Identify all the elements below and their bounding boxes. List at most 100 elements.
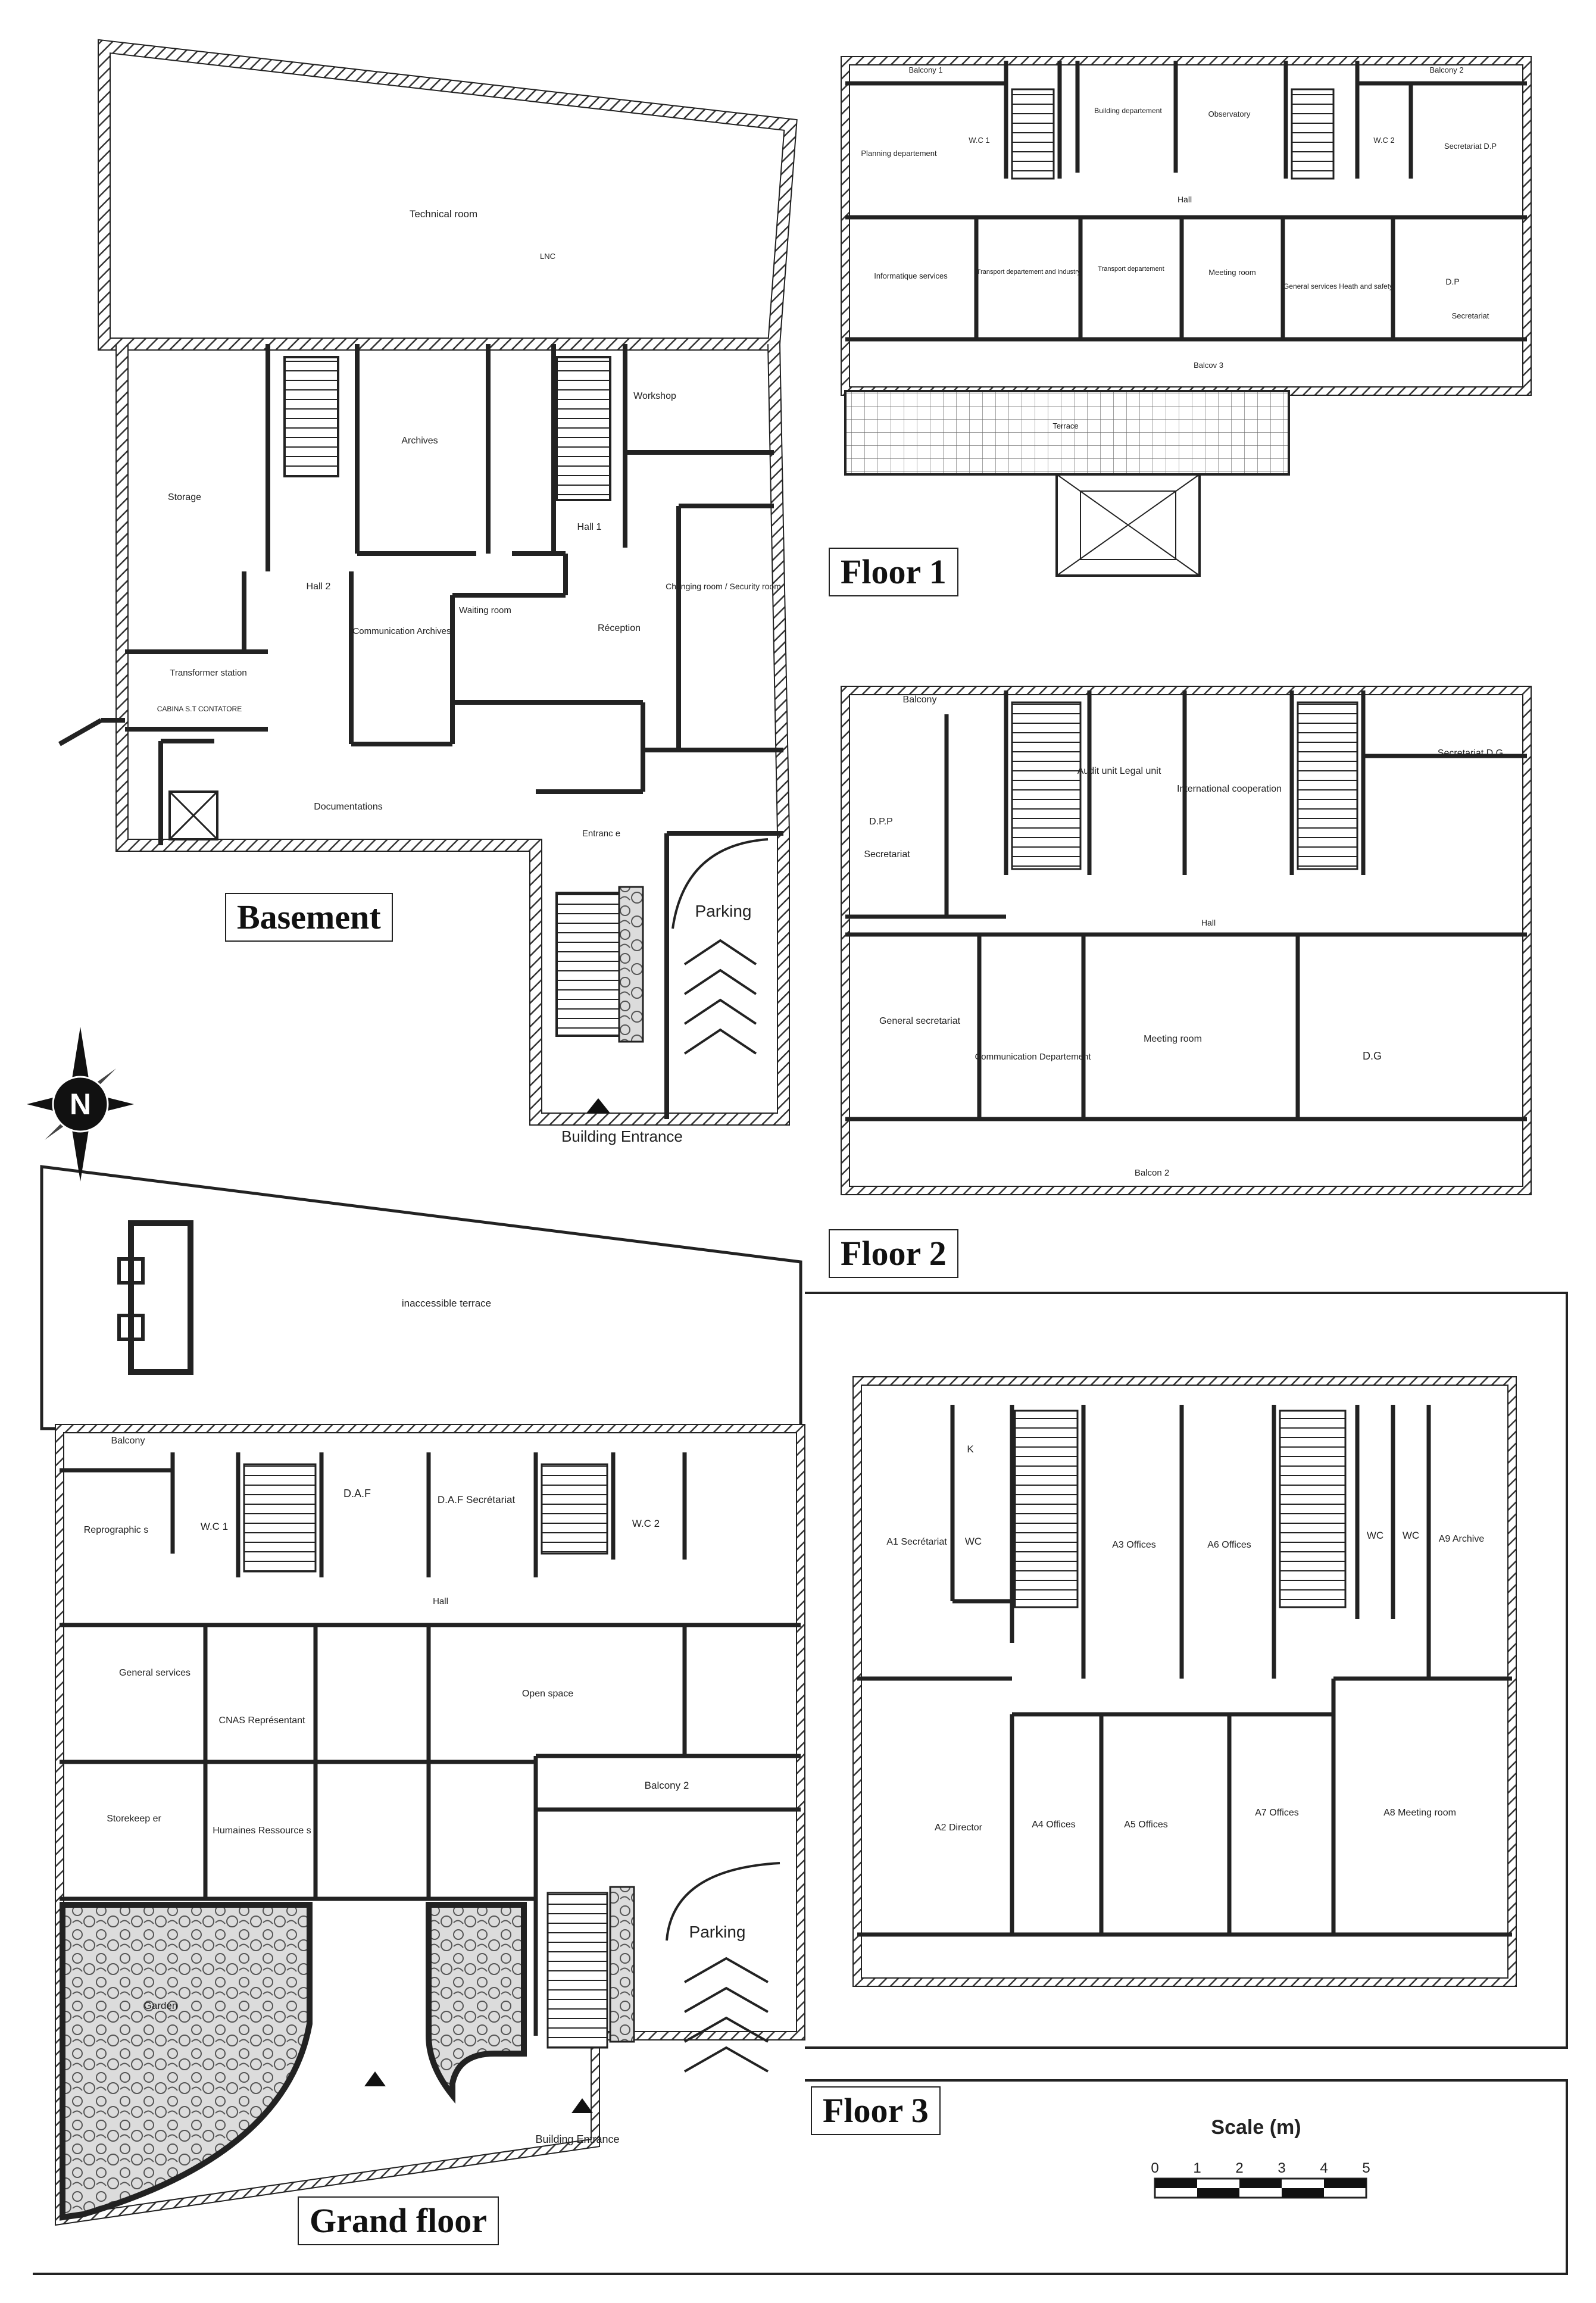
ground-open-label: Open space	[522, 1689, 573, 1699]
ground-parking-label: Parking	[689, 1923, 746, 1941]
floor2-intl-label: International cooperation	[1177, 784, 1282, 794]
scale-tick-0: 0	[1151, 2160, 1158, 2176]
parking-chevrons	[671, 838, 769, 1055]
scale-tick-1: 1	[1193, 2160, 1201, 2176]
north-compass-icon: N	[27, 1027, 134, 1182]
ground-reprographic-label: Reprographic s	[84, 1525, 149, 1535]
floor3-a9-label: A9 Archive	[1439, 1534, 1485, 1544]
floor1-outer-walls	[841, 56, 1532, 396]
basement-documentations-label: Documentations	[314, 802, 383, 812]
ground-hall-label: Hall	[433, 1596, 448, 1607]
floor3-k-label: K	[967, 1443, 974, 1455]
ground-garden-left	[60, 1902, 313, 2221]
ground-garden-right	[426, 1902, 527, 2104]
basement-plan: Technical room LNC Storage Archives Work…	[58, 39, 798, 1145]
floor2-comm-label: Communication Departement	[975, 1052, 1091, 1062]
floor1-informatique-label: Informatique services	[874, 271, 948, 280]
basement-technical-label: Technical room	[410, 208, 477, 220]
floor1-transport-label: Transport departement	[1098, 265, 1164, 273]
basement-reception-label: Réception	[598, 623, 641, 633]
floor2-hall-label: Hall	[1201, 918, 1216, 927]
ground-daf-sec-label: D.A.F Secrétariat	[438, 1494, 516, 1505]
basement-building-entrance-label: Building Entrance	[561, 1127, 683, 1145]
ground-humaines-label: Humaines Ressource s	[213, 1826, 311, 1836]
floor3-wc-b-label: WC	[1367, 1530, 1383, 1541]
floor3-wc-c-label: WC	[1403, 1530, 1419, 1541]
floor1-general-label: General services Heath and safety	[1283, 282, 1393, 290]
floor1-transport-ind-label: Transport departement and industry	[977, 268, 1081, 276]
floor2-secretariat-label: Secretariat	[864, 849, 910, 860]
floor3-a6-label: A6 Offices	[1207, 1540, 1251, 1550]
ground-garden-label: Garden	[144, 2000, 178, 2011]
ground-balcony2-label: Balcony 2	[645, 1780, 689, 1791]
floor2-secretariat-dg-label: Secretariat D.G	[1438, 748, 1503, 758]
basement-lnc-label: LNC	[540, 252, 555, 261]
floor2-title: Floor 2	[829, 1229, 958, 1278]
basement-title: Basement	[225, 893, 393, 942]
floor3-a2-label: A2 Director	[935, 1823, 983, 1833]
basement-workshop-label: Workshop	[633, 391, 676, 401]
ground-wc2-label: W.C 2	[632, 1518, 660, 1529]
floor1-secretariat-label: Secretariat	[1452, 311, 1489, 320]
compass-n-label: N	[70, 1088, 91, 1121]
floor1-planning-label: Planning departement	[861, 149, 937, 158]
basement-waiting-label: Waiting room	[459, 605, 511, 615]
floor2-balcon2-label: Balcon 2	[1135, 1168, 1169, 1178]
basement-hall2-label: Hall 2	[307, 582, 331, 592]
basement-comm-label: Communication Archives	[352, 626, 451, 636]
basement-cabina-label: CABINA S.T CONTATORE	[157, 705, 242, 713]
floor1-balcov3-label: Balcov 3	[1194, 361, 1223, 370]
basement-storage-label: Storage	[168, 492, 201, 502]
ground-terrace-label: inaccessible terrace	[402, 1298, 491, 1309]
scale-tick-4: 4	[1320, 2160, 1328, 2176]
floor1-terrace-label: Terrace	[1052, 421, 1078, 430]
floor3-outer-walls	[852, 1376, 1517, 1987]
floor2-balcony-label: Balcony	[903, 695, 937, 705]
floor3-a3-label: A3 Offices	[1112, 1540, 1156, 1550]
floor3-a7-label: A7 Offices	[1255, 1808, 1299, 1818]
ground-title: Grand floor	[298, 2196, 499, 2245]
floor3-title: Floor 3	[811, 2086, 941, 2135]
floor2-dpp-label: D.P.P	[869, 817, 893, 827]
floor3-plan: K A1 Secrétariat WC A3 Offices A6 Office…	[852, 1376, 1517, 1987]
scale-tick-2: 2	[1235, 2160, 1243, 2176]
basement-parking-label: Parking	[695, 902, 752, 920]
floor1-hall-label: Hall	[1178, 195, 1192, 204]
floor3-a4-label: A4 Offices	[1032, 1820, 1076, 1830]
ground-wc1-label: W.C 1	[201, 1521, 228, 1532]
floor1-observatory-label: Observatory	[1208, 110, 1251, 118]
basement-entrance-label: Entranc e	[582, 829, 620, 839]
floor1-secretariat-dp-label: Secretariat D.P	[1444, 142, 1497, 151]
floor1-terrace	[844, 390, 1290, 476]
floor1-balcony2-label: Balcony 2	[1429, 65, 1463, 74]
floor1-building-dept-label: Building departement	[1094, 107, 1162, 115]
ground-daf-label: D.A.F	[343, 1488, 371, 1499]
floor1-plan: Balcony 1 Balcony 2 Planning departement…	[841, 56, 1532, 577]
basement-hall1-label: Hall 1	[577, 522, 602, 532]
basement-transformer-label: Transformer station	[170, 668, 247, 678]
floor1-balcony1-label: Balcony 1	[908, 65, 942, 74]
scale-title: Scale (m)	[1211, 2116, 1301, 2139]
page-frame	[33, 1292, 1568, 2275]
floor3-a8-label: A8 Meeting room	[1383, 1808, 1456, 1818]
floor2-dg-label: D.G	[1363, 1050, 1382, 1062]
floor1-wc2-label: W.C 2	[1373, 136, 1394, 145]
basement-changing-label: Changing room / Security room	[666, 582, 781, 591]
ground-general-label: General services	[119, 1668, 190, 1678]
floor2-meeting-label: Meeting room	[1144, 1034, 1202, 1044]
ground-storekeeper-label: Storekeep er	[107, 1814, 161, 1824]
entrance-arrow	[586, 1098, 610, 1113]
floor2-general-sec-label: General secretariat	[879, 1016, 961, 1026]
floor2-plan: Balcony D.P.P Secretariat Audit unit Leg…	[841, 686, 1532, 1195]
floor1-dp-label: D.P	[1445, 277, 1459, 286]
ground-cnas-label: CNAS Représentant	[219, 1715, 306, 1726]
floor3-wc-label: WC	[965, 1536, 982, 1547]
floor3-a1-label: A1 Secrétariat	[886, 1537, 947, 1547]
ground-balcony-label: Balcony	[111, 1436, 145, 1446]
floor2-audit-label: Audit unit Legal unit	[1077, 766, 1161, 776]
scale-tick-5: 5	[1362, 2160, 1370, 2176]
floor3-a5-label: A5 Offices	[1124, 1820, 1168, 1830]
scale-bar: Scale (m) 0 1 2 3 4 5	[1151, 2116, 1370, 2199]
basement-archives-label: Archives	[401, 436, 438, 446]
